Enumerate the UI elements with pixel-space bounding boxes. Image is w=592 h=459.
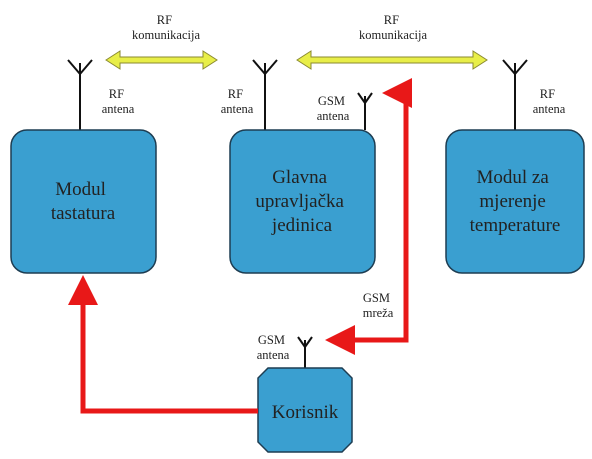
keyboard-module-label: Modul tastatura <box>51 179 116 224</box>
gsm-antenna-label-user: GSM antena <box>257 333 290 362</box>
user-label: Korisnik <box>272 402 339 423</box>
rf-antenna-label-keyboard: RF antena <box>102 87 135 116</box>
main-control-unit-label: Glavna upravljačka jedinica <box>255 167 348 236</box>
gsm-antenna-label-main: GSM antena <box>317 94 350 123</box>
rf-antenna-icon-keyboard <box>67 59 93 130</box>
rf-antenna-label-temperature: RF antena <box>533 87 566 116</box>
rf-antenna-label-main: RF antena <box>221 87 254 116</box>
gsm-network-label: GSM mreža <box>363 291 394 320</box>
user-box: Korisnik <box>257 367 353 453</box>
rf-link-arrow-left <box>105 50 218 70</box>
main-control-unit: Glavna upravljačka jedinica <box>229 129 376 274</box>
temperature-module: Modul za mjerenje temperature <box>445 129 585 274</box>
gsm-antenna-icon-user <box>297 336 313 368</box>
rf-antenna-icon-main <box>252 59 278 130</box>
keyboard-module: Modul tastatura <box>10 129 157 274</box>
rf-link-arrow-right <box>296 50 488 70</box>
gsm-antenna-icon-main <box>357 92 373 130</box>
rf-antenna-icon-temperature <box>502 59 528 130</box>
gsm-arrow-to-user <box>325 325 409 355</box>
rf-link-label-right: RF komunikacija <box>359 13 427 42</box>
user-to-keyboard-arrow <box>68 275 258 414</box>
temperature-module-label: Modul za mjerenje temperature <box>470 167 561 236</box>
rf-link-label-left: RF komunikacija <box>132 13 200 42</box>
gsm-arrow-to-main <box>382 78 412 330</box>
